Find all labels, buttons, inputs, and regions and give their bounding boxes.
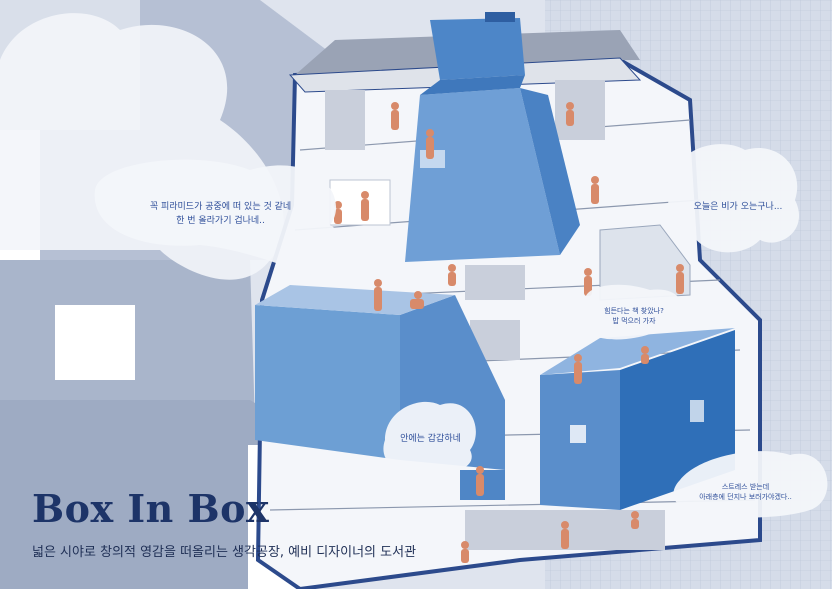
bubble-pyramid-shape [94, 159, 357, 282]
bubble-stuffy-shape [383, 401, 476, 474]
pyramid-box [405, 12, 580, 262]
bubble-stress-shape [673, 451, 828, 518]
bubble-pyramid-text: 꼭 피라미드가 공중에 떠 있는 것 같네 한 번 올라가기 겁나네.. [149, 202, 292, 226]
poster-subtitle: 넓은 시야로 창의적 영감을 떠올리는 생각공장, 예비 디자이너의 도서관 [32, 545, 417, 560]
bubble-stuffy-text: 안에는 갑갑하네 [400, 434, 461, 444]
poster-title: Box In Box [32, 486, 270, 531]
bubble-stress-text: 스트레스 받는데 아래층에 던지나 보러가야겠다.. [699, 483, 792, 501]
people-figures [334, 102, 684, 563]
bubble-rain-shape [668, 144, 800, 253]
bubble-book-shape [585, 284, 682, 340]
bubble-rain-text: 오늘은 비가 오는구나... [693, 202, 783, 212]
bubble-book-text: 힘든다는 책 찾았나? 밥 먹으러 가자 [604, 307, 664, 325]
